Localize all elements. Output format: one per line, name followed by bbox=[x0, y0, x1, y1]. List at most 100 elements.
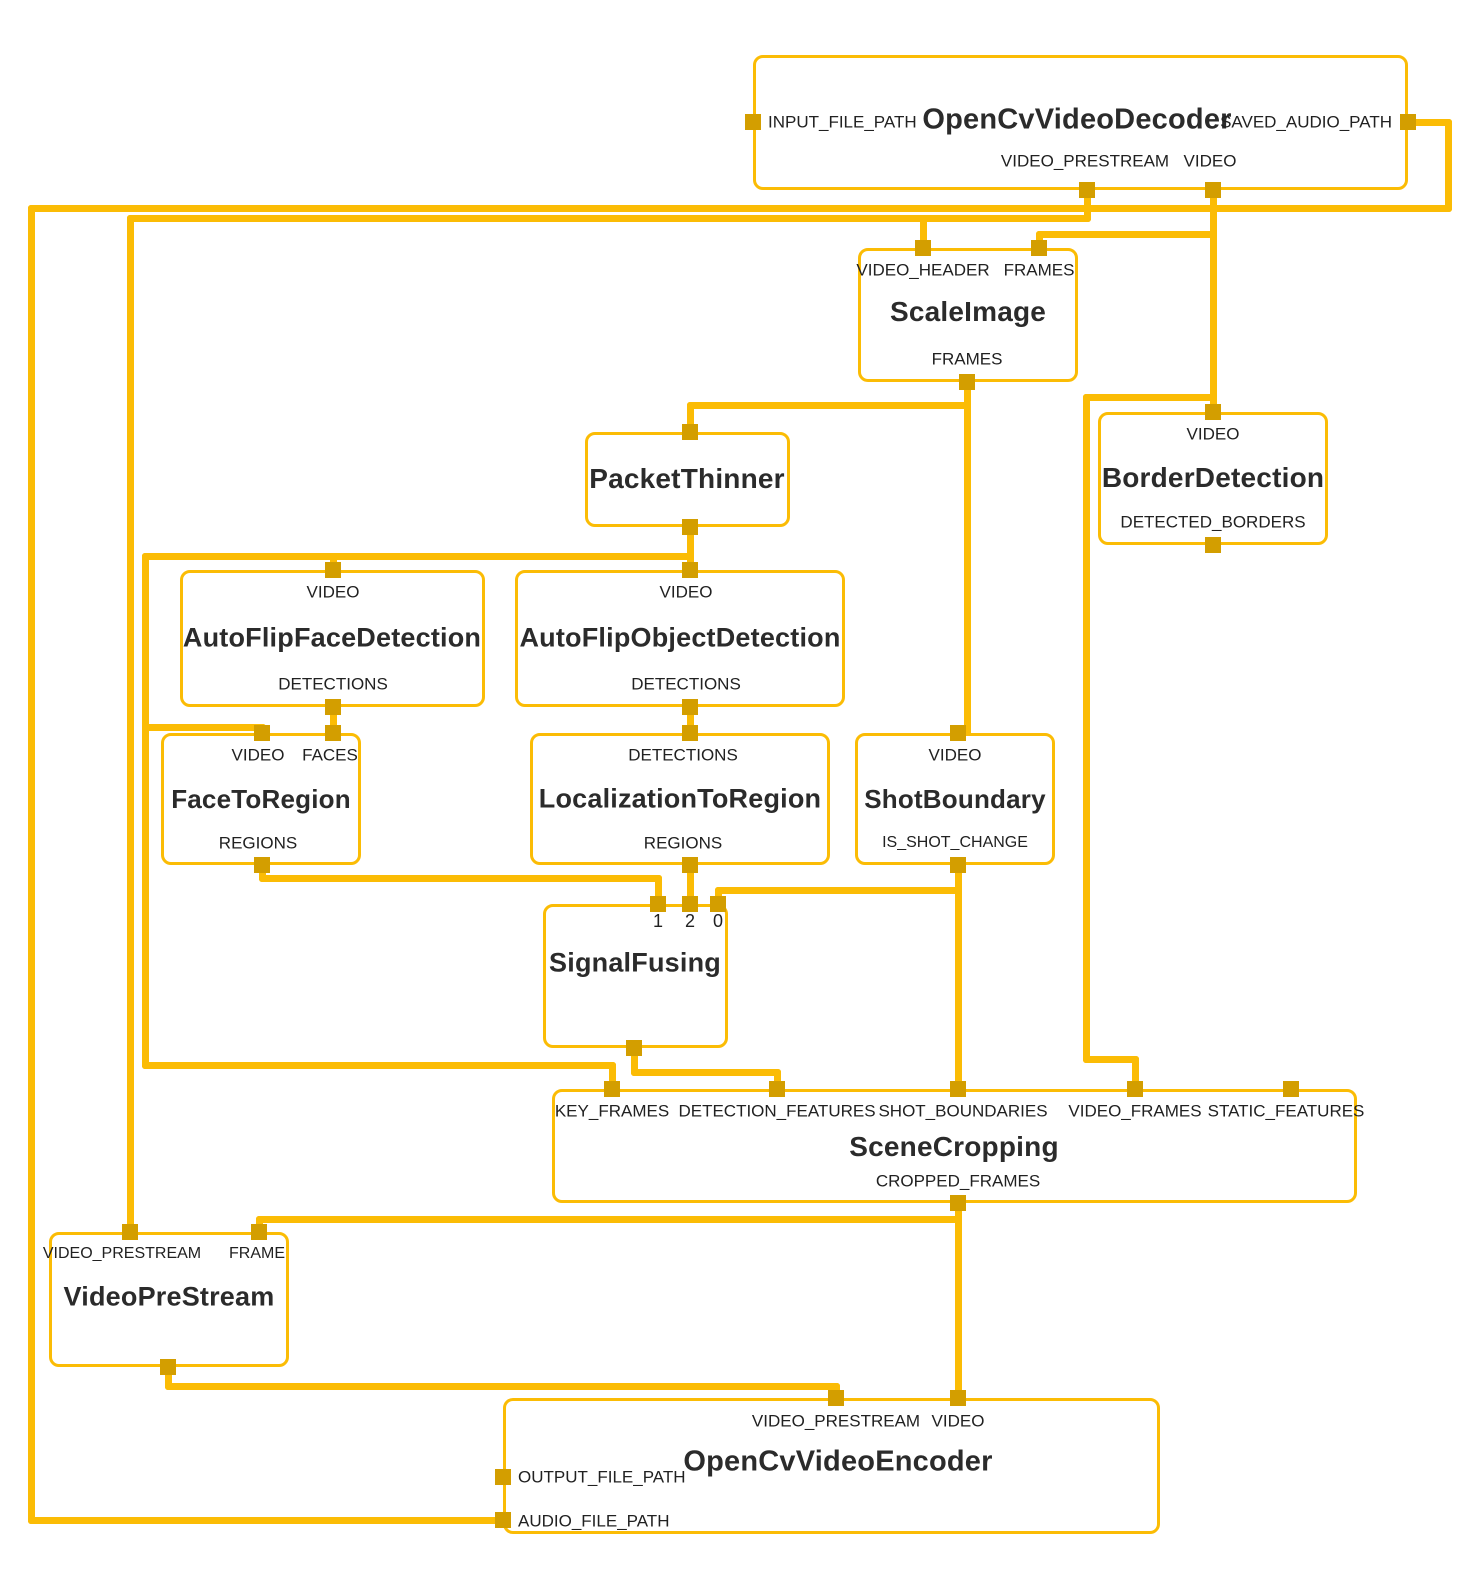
port bbox=[1283, 1081, 1299, 1097]
node-signal-fusing[interactable] bbox=[543, 904, 728, 1048]
node-autoflip-object-detection[interactable] bbox=[515, 570, 845, 707]
node-packet-thinner[interactable] bbox=[585, 432, 790, 527]
port bbox=[495, 1512, 511, 1528]
port-label: 0 bbox=[712, 911, 724, 931]
port bbox=[915, 240, 931, 256]
port bbox=[495, 1469, 511, 1485]
edge-key-frames-trunk bbox=[608, 1061, 616, 1093]
port-label: VIDEO bbox=[231, 745, 285, 765]
node-title-video-pre-stream: VideoPreStream bbox=[63, 1281, 275, 1312]
node-title-shot-boundary: ShotBoundary bbox=[864, 784, 1046, 814]
edge-key-frames-to-face-to-region-video bbox=[141, 723, 266, 731]
port bbox=[1031, 240, 1047, 256]
port bbox=[950, 857, 966, 873]
edge-frames-to-packet-thinner bbox=[686, 401, 694, 436]
port bbox=[950, 1195, 966, 1211]
node-localization-to-region[interactable] bbox=[530, 733, 830, 865]
edge-video-prestream-trunk bbox=[1083, 186, 1091, 222]
node-opencv-video-encoder[interactable] bbox=[503, 1398, 1160, 1534]
port-label: INPUT_FILE_PATH bbox=[768, 112, 917, 132]
edge-video-to-scene-cropping-video-frames bbox=[1082, 1055, 1139, 1063]
port bbox=[254, 857, 270, 873]
edge-shot-change-to-fusing-0 bbox=[714, 886, 962, 894]
edge-video-to-scene-cropping-video-frames bbox=[1131, 1055, 1139, 1093]
edge-key-frames-trunk bbox=[141, 1061, 616, 1069]
edge-face-regions-to-fusing-1 bbox=[654, 874, 662, 908]
port bbox=[682, 424, 698, 440]
edge-video-pre-stream-out-to-encoder bbox=[164, 1363, 172, 1390]
node-title-autoflip-face-detection: AutoFlipFaceDetection bbox=[182, 622, 482, 653]
port-label: REGIONS bbox=[643, 833, 723, 853]
edge-saved-audio-to-audio-file-path bbox=[27, 204, 35, 1524]
port-label: DETECTIONS bbox=[628, 745, 738, 765]
node-video-pre-stream[interactable] bbox=[49, 1232, 289, 1367]
port bbox=[950, 725, 966, 741]
port-label: VIDEO bbox=[928, 745, 982, 765]
edge-saved-audio-to-audio-file-path bbox=[27, 1516, 507, 1524]
port-label: VIDEO_HEADER bbox=[856, 260, 990, 280]
port-label: VIDEO bbox=[931, 1411, 985, 1431]
port bbox=[254, 725, 270, 741]
edge-saved-audio-to-audio-file-path bbox=[1404, 118, 1452, 126]
port-label: 1 bbox=[652, 911, 664, 931]
node-title-signal-fusing: SignalFusing bbox=[549, 947, 721, 978]
port bbox=[604, 1081, 620, 1097]
port bbox=[950, 1081, 966, 1097]
port-label: SAVED_AUDIO_PATH bbox=[1220, 112, 1392, 132]
port-label: VIDEO_PRESTREAM bbox=[1000, 151, 1170, 171]
node-title-opencv-video-decoder: OpenCvVideoDecoder bbox=[922, 103, 1232, 136]
port-label: CROPPED_FRAMES bbox=[875, 1171, 1041, 1191]
node-title-scene-cropping: SceneCropping bbox=[849, 1131, 1059, 1162]
node-autoflip-face-detection[interactable] bbox=[180, 570, 485, 707]
port-label: FRAMES bbox=[1003, 260, 1075, 280]
port bbox=[1205, 182, 1221, 198]
node-title-border-detection: BorderDetection bbox=[1101, 462, 1325, 493]
edge-frames-to-shot-boundary bbox=[963, 378, 971, 737]
port-label: VIDEO_PRESTREAM bbox=[751, 1411, 921, 1431]
port-label: DETECTIONS bbox=[278, 674, 388, 694]
edge-video-prestream-to-video-header bbox=[919, 214, 927, 252]
edge-video-prestream-trunk bbox=[126, 214, 1091, 222]
port-label: VIDEO bbox=[659, 582, 713, 602]
edge-key-frames-trunk bbox=[141, 552, 694, 560]
edge-shot-change-trunk bbox=[954, 861, 962, 1093]
edge-fused-to-detection-features bbox=[773, 1068, 781, 1093]
edge-loc-regions-to-fusing-2 bbox=[686, 861, 694, 908]
port bbox=[682, 725, 698, 741]
edge-frames-to-packet-thinner bbox=[686, 401, 971, 409]
edge-saved-audio-to-audio-file-path bbox=[1444, 118, 1452, 212]
node-title-packet-thinner: PacketThinner bbox=[589, 463, 785, 494]
port-label: REGIONS bbox=[218, 833, 298, 853]
port bbox=[325, 725, 341, 741]
edge-video-prestream-trunk bbox=[126, 214, 134, 1236]
port-label: SHOT_BOUNDARIES bbox=[878, 1101, 1048, 1121]
port-label: VIDEO_PRESTREAM bbox=[42, 1245, 202, 1262]
edge-video-to-scene-cropping-video-frames bbox=[1082, 393, 1090, 1063]
port bbox=[325, 562, 341, 578]
node-title-scale-image: ScaleImage bbox=[889, 296, 1047, 327]
port-label: FACES bbox=[302, 745, 358, 765]
port-label: VIDEO bbox=[1186, 424, 1240, 444]
port bbox=[682, 519, 698, 535]
edge-object-detections-to-localization bbox=[686, 703, 694, 737]
port-label: IS_SHOT_CHANGE bbox=[882, 834, 1028, 851]
edge-key-frames-trunk bbox=[686, 523, 694, 560]
edge-fused-to-detection-features bbox=[630, 1068, 781, 1076]
port-label: KEY_FRAMES bbox=[554, 1101, 670, 1121]
port-label: VIDEO bbox=[1183, 151, 1237, 171]
node-scale-image[interactable] bbox=[858, 248, 1078, 382]
port bbox=[325, 699, 341, 715]
port bbox=[1079, 182, 1095, 198]
edge-cropped-frames-to-prestream-frame bbox=[255, 1215, 962, 1223]
port bbox=[160, 1359, 176, 1375]
port bbox=[682, 896, 698, 912]
node-title-autoflip-object-detection: AutoFlipObjectDetection bbox=[519, 622, 841, 653]
port bbox=[745, 114, 761, 130]
edge-cropped-frames-to-encoder-video bbox=[954, 1199, 962, 1402]
port-label: DETECTION_FEATURES bbox=[678, 1101, 876, 1121]
edge-key-frames-trunk bbox=[141, 552, 149, 1069]
port bbox=[122, 1224, 138, 1240]
port bbox=[1205, 404, 1221, 420]
port bbox=[682, 699, 698, 715]
